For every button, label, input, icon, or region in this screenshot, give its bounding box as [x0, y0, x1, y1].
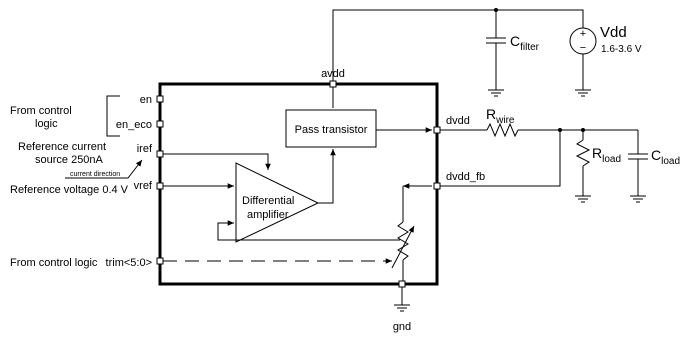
r-wire-label: Rwire [486, 106, 515, 126]
label-dvdd: dvdd [446, 115, 470, 127]
control-logic-line1: From control [10, 105, 72, 117]
r-load-resistor [575, 139, 591, 167]
ref-current-line1: Reference current [18, 141, 106, 153]
diff-amp-label-2: amplifier [247, 209, 289, 221]
c-filter-label: Cfilter [510, 33, 540, 53]
label-en: en [140, 94, 152, 106]
r-load-label: Rload [592, 145, 621, 165]
vdd-range: 1.6-3.6 V [601, 44, 642, 55]
vdd-source: + − Vdd 1.6-3.6 V [569, 24, 642, 97]
vdd-label: Vdd [600, 24, 627, 41]
label-avdd: avdd [321, 68, 345, 80]
pin-gnd [398, 280, 406, 288]
supply-rail [332, 8, 584, 108]
control-logic-line2: logic [35, 118, 58, 130]
label-en-eco: en_eco [116, 119, 152, 131]
pin-vref [156, 182, 164, 190]
vdd-minus-sign: − [580, 42, 586, 54]
pass-transistor-label: Pass transistor [295, 124, 368, 136]
r-wire-resistor [486, 122, 519, 138]
pin-en-eco [156, 120, 164, 128]
pin-dvdd [433, 126, 441, 134]
current-direction-label: current direction [70, 171, 120, 178]
vdd-plus-sign: + [580, 28, 586, 40]
ref-current-line2: source 250nA [35, 154, 104, 166]
pin-en [156, 95, 164, 103]
label-gnd: gnd [393, 321, 411, 333]
output-network: Rwire Rload Cload [440, 106, 680, 203]
label-vref: vref [134, 180, 153, 192]
pin-dvdd-fb [433, 182, 441, 190]
differential-amplifier [235, 162, 320, 243]
diff-amp-label-1: Differential [242, 195, 294, 207]
label-iref: iref [137, 143, 153, 155]
trim-resistor [397, 221, 409, 261]
c-filter-capacitor: Cfilter [486, 10, 540, 97]
label-trim: trim<5:0> [106, 257, 152, 269]
c-load-capacitor [628, 130, 648, 203]
label-dvdd-fb: dvdd_fb [446, 171, 485, 183]
pin-trim [156, 257, 164, 265]
pass-transistor-block [285, 109, 377, 148]
c-load-label: Cload [651, 147, 680, 167]
ref-voltage-label: Reference voltage 0.4 V [10, 184, 129, 196]
pin-avdd [329, 80, 337, 88]
pin-iref [156, 150, 164, 158]
control-logic-trim-label: From control logic [10, 257, 98, 269]
left-annotations: From control logic Reference current sou… [10, 95, 143, 269]
